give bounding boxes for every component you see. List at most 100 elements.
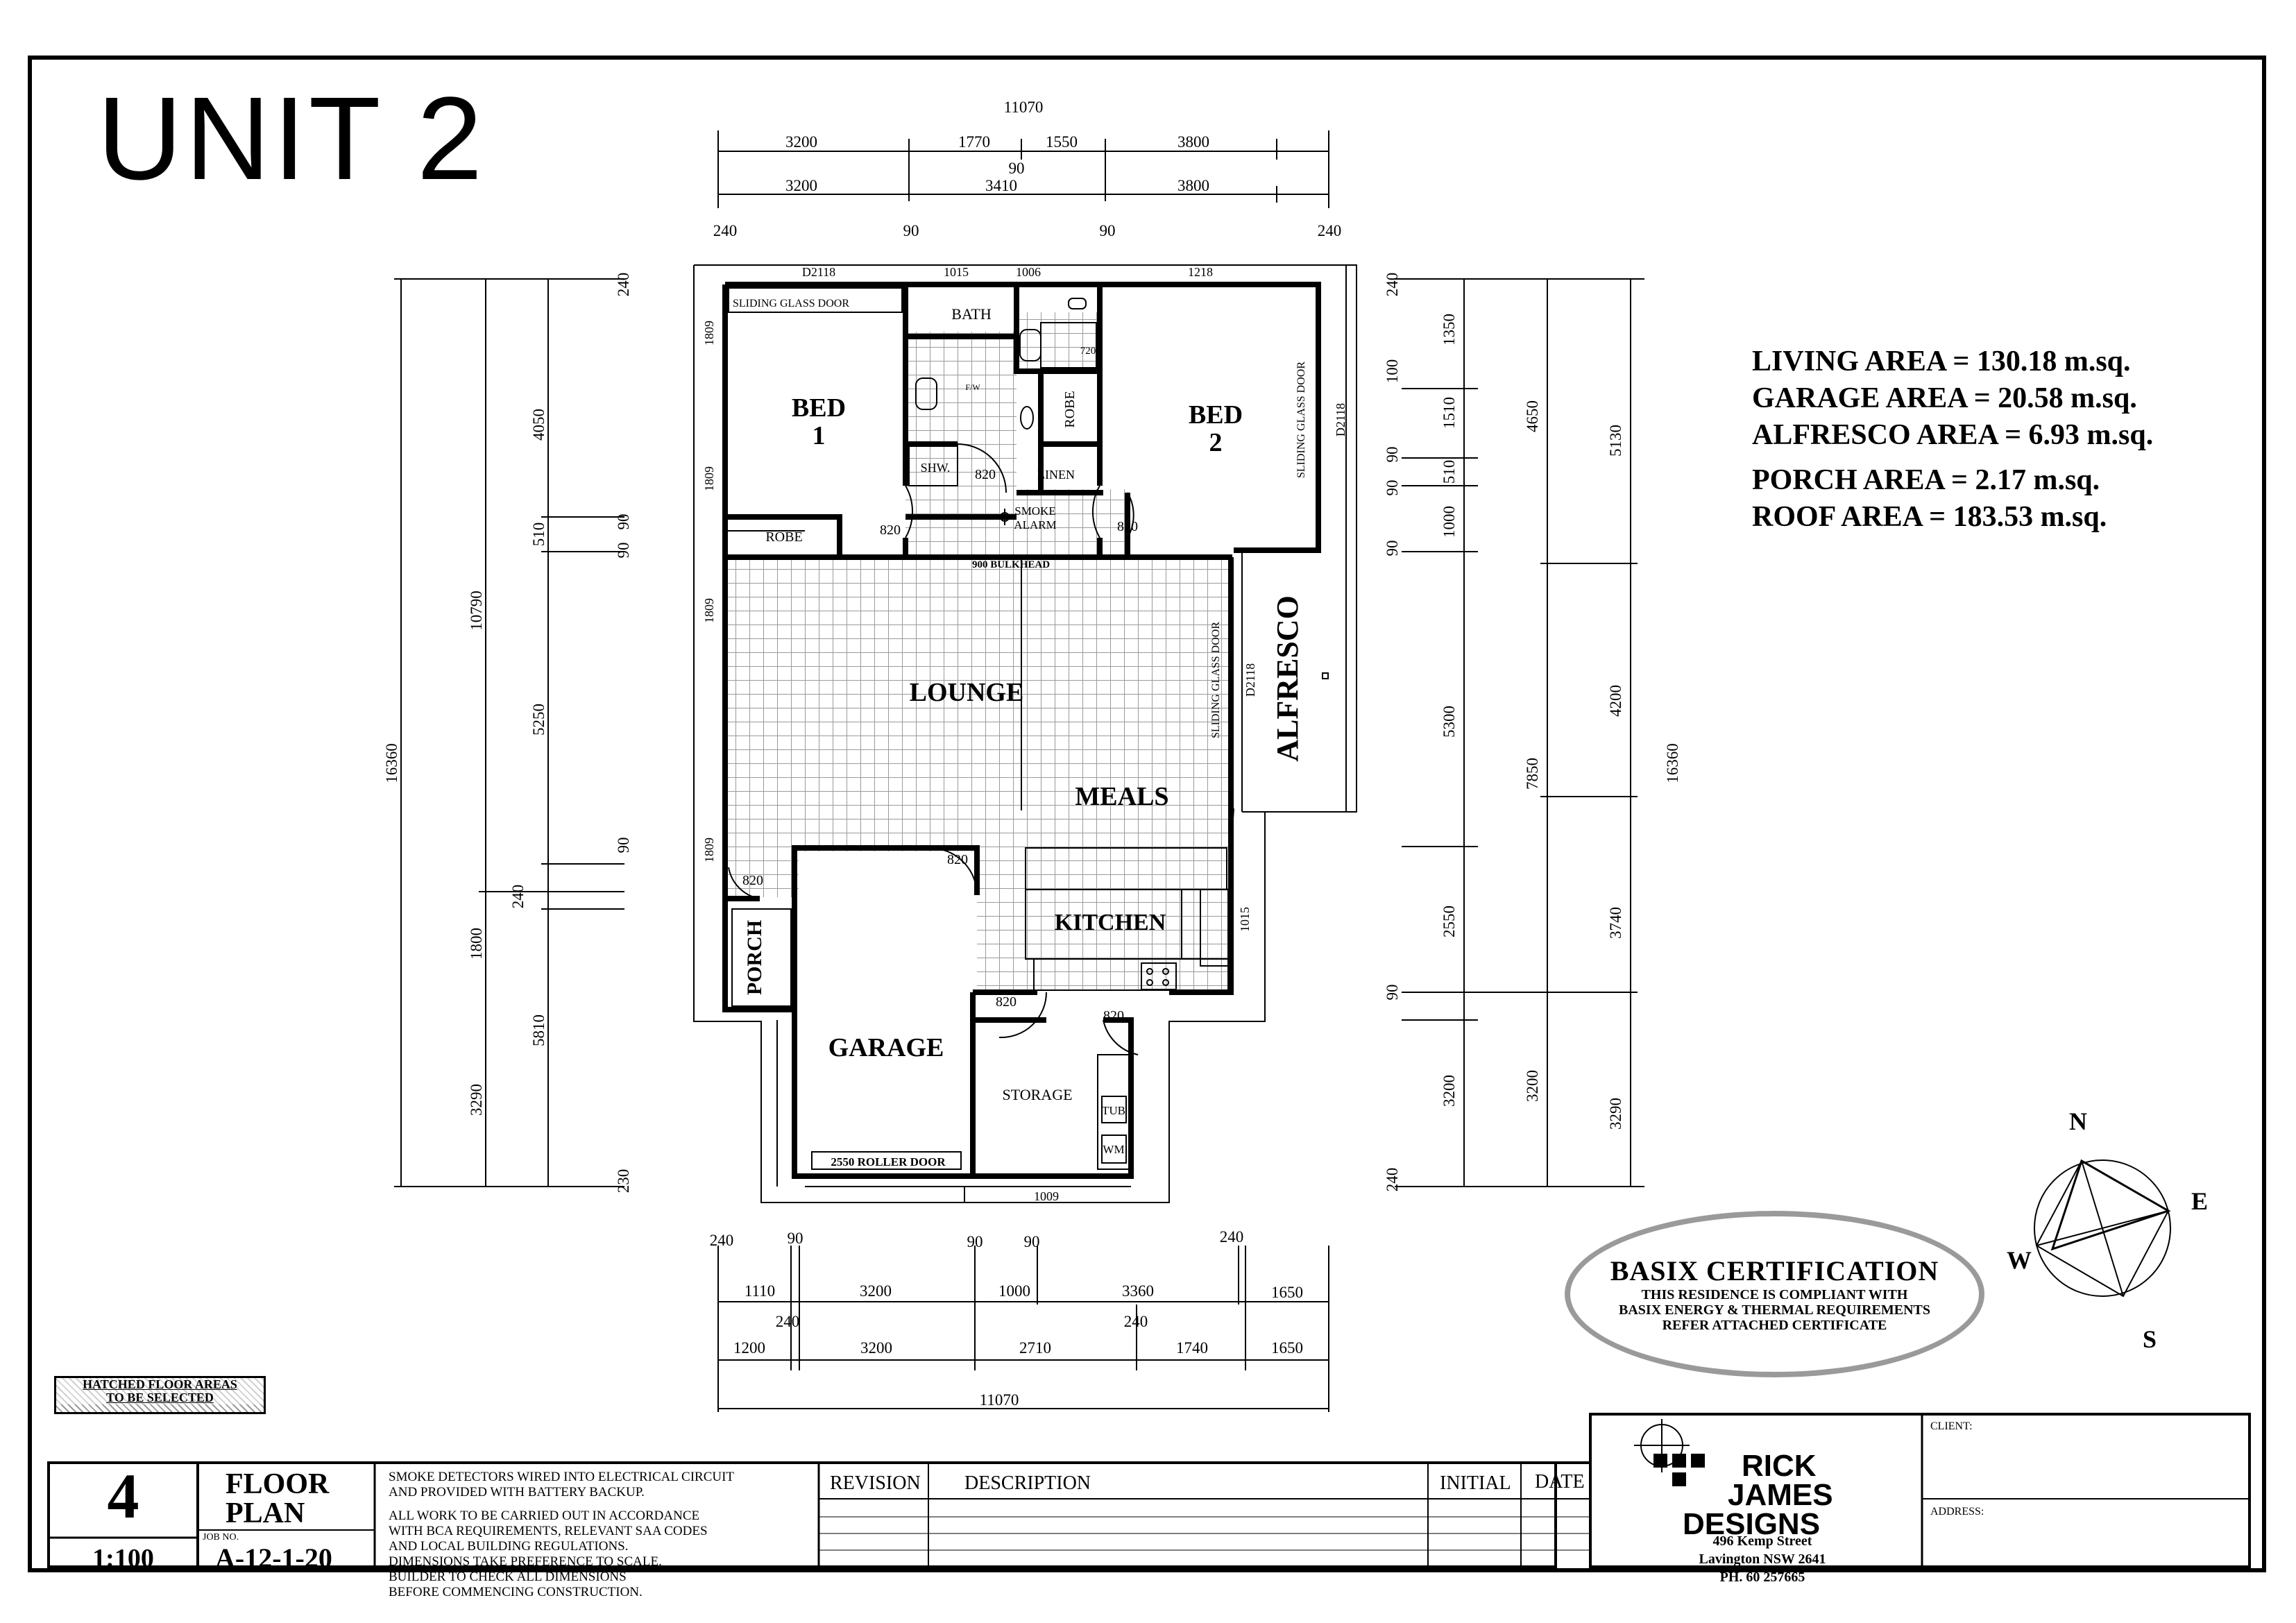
dim-top: 3800 bbox=[1177, 133, 1209, 151]
door-820: 820 bbox=[1117, 519, 1138, 534]
room-porch: PORCH bbox=[743, 920, 766, 995]
compass bbox=[2034, 1159, 2171, 1298]
note-line: DIMENSIONS TAKE PREFERENCE TO SCALE. bbox=[389, 1554, 662, 1569]
client-label: CLIENT: bbox=[1930, 1420, 1973, 1432]
door-820: 820 bbox=[880, 522, 901, 538]
hatched-floor-note: HATCHED FLOOR AREAS TO BE SELECTED bbox=[54, 1376, 266, 1414]
window-1006: 1006 bbox=[1016, 265, 1041, 279]
door-d2118: D2118 bbox=[1243, 663, 1257, 697]
smoke-alarm-icon bbox=[996, 509, 1013, 525]
drawing-title: FLOOR PLAN bbox=[226, 1470, 329, 1528]
dim-right: 2550 bbox=[1440, 906, 1458, 937]
compass-n: N bbox=[2069, 1107, 2087, 1135]
dim-top: 3410 bbox=[985, 177, 1017, 194]
initial-header: INITIAL bbox=[1440, 1472, 1511, 1494]
compass-we-line bbox=[2036, 1210, 2169, 1246]
dim-right: 3200 bbox=[1524, 1070, 1541, 1102]
company-address-line: 496 Kemp Street bbox=[1712, 1533, 1812, 1549]
room-garage: GARAGE bbox=[828, 1033, 944, 1062]
note-line: ALL WORK TO BE CARRIED OUT IN ACCORDANCE bbox=[389, 1509, 700, 1523]
smoke-alarm-label: ALARM bbox=[1014, 518, 1056, 532]
right-dimension-labels: 240 100 90 90 90 90 240 1350 1510 510 10… bbox=[1384, 273, 1681, 1192]
basix-certification: BASIX CERTIFICATION THIS RESIDENCE IS CO… bbox=[1565, 1211, 1984, 1377]
dim-bottom: 90 bbox=[1024, 1233, 1040, 1250]
dim-right: 3200 bbox=[1440, 1075, 1458, 1107]
dim-top-overall: 11070 bbox=[1004, 99, 1044, 116]
area-roof: ROOF AREA = 183.53 m.sq. bbox=[1752, 501, 2107, 533]
dim-left: 1800 bbox=[468, 928, 485, 960]
door-820: 820 bbox=[1103, 1008, 1124, 1023]
compass-letters: N E S W bbox=[2007, 1107, 2208, 1353]
job-number: A-12-1-20 bbox=[215, 1543, 332, 1574]
dim-right: 240 bbox=[1384, 273, 1401, 297]
window-1015: 1015 bbox=[944, 265, 969, 279]
dim-bottom: 1110 bbox=[745, 1282, 775, 1300]
door-820: 820 bbox=[742, 873, 763, 888]
dim-left: 10790 bbox=[468, 590, 485, 631]
dim-bottom: 3360 bbox=[1122, 1282, 1154, 1300]
company-address-line: PH. 60 257665 bbox=[1719, 1570, 1805, 1585]
revision-header: REVISION bbox=[830, 1472, 921, 1494]
dim-right: 5130 bbox=[1607, 425, 1624, 457]
hatched-note-line: HATCHED FLOOR AREAS bbox=[56, 1378, 264, 1391]
room-meals: MEALS bbox=[1075, 782, 1168, 811]
dim-top: 90 bbox=[1009, 160, 1025, 177]
dim-bottom: 2710 bbox=[1019, 1339, 1051, 1357]
dim-left: 240 bbox=[509, 885, 527, 909]
dim-right: 4650 bbox=[1524, 400, 1541, 432]
dim-bottom: 240 bbox=[1220, 1228, 1244, 1246]
dim-right: 240 bbox=[1384, 1168, 1401, 1192]
door-d2118: D2118 bbox=[1334, 403, 1347, 436]
dim-left: 16360 bbox=[383, 743, 400, 783]
bottom-dimension-labels: 240 90 90 90 240 1110 3200 1000 3360 165… bbox=[710, 1228, 1303, 1409]
dim-top: 90 bbox=[1100, 222, 1116, 239]
room-alfresco: ALFRESCO bbox=[1270, 595, 1304, 762]
dim-top: 3200 bbox=[785, 133, 817, 151]
dim-right: 1350 bbox=[1440, 314, 1458, 346]
dim-top: 3800 bbox=[1177, 177, 1209, 194]
area-alfresco: ALFRESCO AREA = 6.93 m.sq. bbox=[1752, 419, 2154, 451]
address-label: ADDRESS: bbox=[1930, 1506, 1984, 1518]
note-line bbox=[389, 1500, 734, 1509]
dim-bottom: 1000 bbox=[998, 1282, 1030, 1300]
room-linen: LINEN bbox=[1037, 468, 1075, 482]
note-line: AND LOCAL BUILDING REGULATIONS. bbox=[389, 1539, 629, 1554]
dim-bottom: 90 bbox=[788, 1230, 803, 1247]
room-kitchen: KITCHEN bbox=[1055, 910, 1166, 935]
basix-title: BASIX CERTIFICATION bbox=[1610, 1255, 1939, 1286]
room-bed2: BED bbox=[1189, 400, 1243, 430]
dim-top: 3200 bbox=[785, 177, 817, 194]
compass-e: E bbox=[2191, 1187, 2208, 1215]
room-lounge: LOUNGE bbox=[910, 678, 1024, 707]
sheet-number: 4 bbox=[107, 1461, 139, 1531]
dim-left: 90 bbox=[615, 838, 632, 853]
smoke-alarm-label: SMOKE bbox=[1014, 504, 1056, 518]
door-820: 820 bbox=[947, 852, 968, 867]
left-dimension-labels: 16360 10790 1800 3290 4050 510 5250 90 2… bbox=[383, 273, 632, 1193]
dim-bottom: 1650 bbox=[1271, 1284, 1303, 1301]
drawing-border bbox=[28, 56, 2266, 1572]
company-name-line: JAMES bbox=[1728, 1478, 1833, 1512]
dim-left: 90 bbox=[615, 514, 632, 530]
dim-left: 230 bbox=[615, 1169, 632, 1193]
bulkhead-label: 900 BULKHEAD bbox=[972, 559, 1050, 570]
compass-w: W bbox=[2007, 1246, 2032, 1274]
drawing-title-line: PLAN bbox=[226, 1497, 305, 1529]
dim-top: 240 bbox=[1318, 222, 1342, 239]
fw-label: F/W bbox=[965, 382, 980, 392]
window-1809: 1809 bbox=[702, 321, 716, 346]
dim-left: 5250 bbox=[530, 704, 547, 736]
note-line: BEFORE COMMENCING CONSTRUCTION. bbox=[389, 1585, 643, 1599]
dim-bottom-overall: 11070 bbox=[980, 1391, 1019, 1409]
company-logo bbox=[1634, 1419, 1705, 1486]
roof-outline bbox=[693, 264, 1357, 1203]
dim-right: 3740 bbox=[1607, 907, 1624, 939]
dim-right: 510 bbox=[1440, 460, 1458, 484]
area-porch: PORCH AREA = 2.17 m.sq. bbox=[1752, 464, 2100, 496]
door-d2118: D2118 bbox=[802, 265, 835, 279]
dim-bottom: 3200 bbox=[860, 1339, 892, 1357]
room-bed1-number: 1 bbox=[813, 421, 826, 450]
area-living: LIVING AREA = 130.18 m.sq. bbox=[1752, 346, 2131, 377]
dim-top: 1550 bbox=[1046, 133, 1078, 151]
